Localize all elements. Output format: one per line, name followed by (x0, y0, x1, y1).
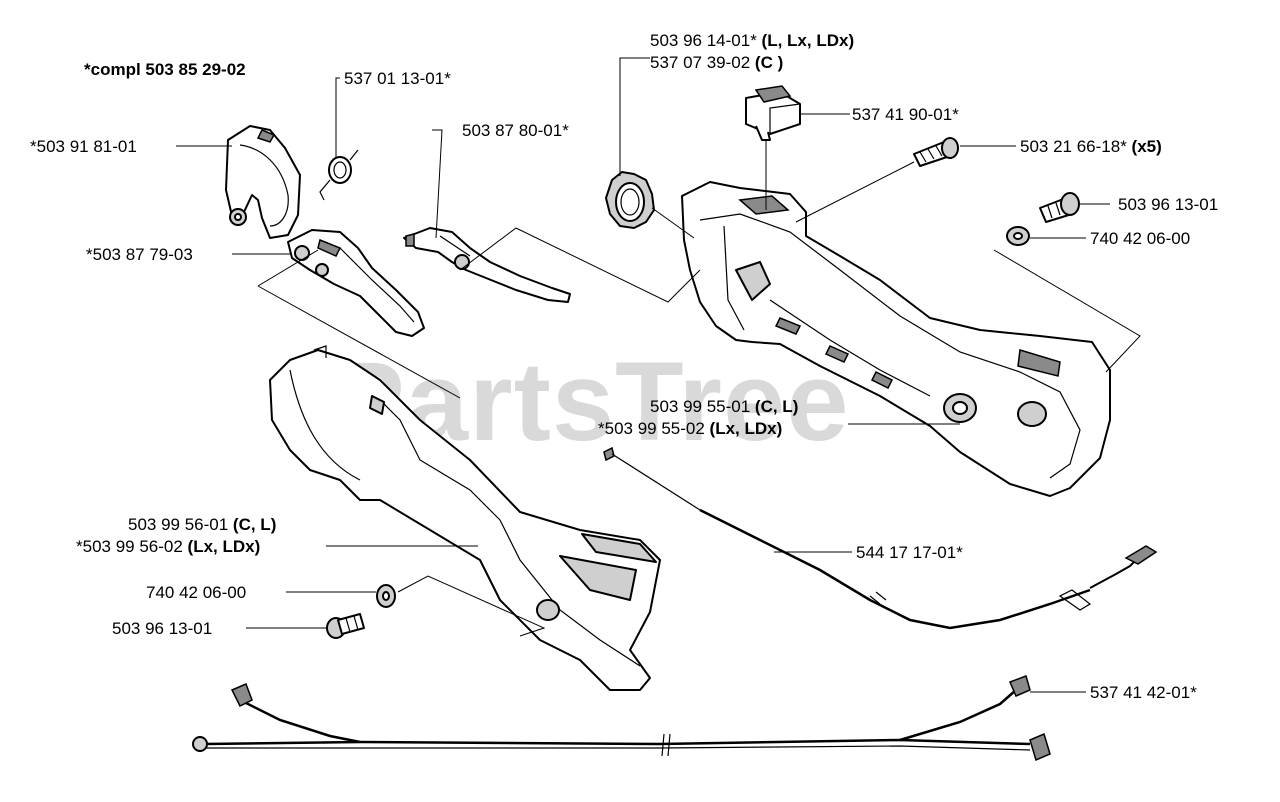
part-stop-switch (745, 85, 801, 141)
label-503-96-13-01-right: 503 96 13-01 (1118, 195, 1218, 214)
label-503-87-79-03: *503 87 79-03 (86, 245, 193, 264)
label-503-99-55-02: *503 99 55-02 (Lx, LDx) (598, 419, 782, 438)
leader-lines (176, 57, 1141, 693)
part-cable-harness (192, 675, 1051, 762)
label-503-21-66-18: 503 21 66-18* (x5) (1020, 137, 1162, 156)
label-503-96-13-01-left: 503 96 13-01 (112, 619, 212, 638)
label-740-42-06-00-right: 740 42 06-00 (1090, 229, 1190, 248)
label-503-96-14-01: 503 96 14-01* (L, Lx, LDx) (650, 31, 854, 50)
label-537-41-90-01: 537 41 90-01* (852, 105, 959, 124)
part-throttle-cable (603, 446, 1158, 630)
label-503-99-55-01: 503 99 55-01 (C, L) (650, 397, 798, 416)
label-537-01-13-01: 537 01 13-01* (344, 69, 451, 88)
part-screw-right (1039, 192, 1080, 223)
part-handle-housing (681, 181, 1111, 497)
label-503-99-56-01: 503 99 56-01 (C, L) (128, 515, 276, 534)
label-503-99-56-02: *503 99 56-02 (Lx, LDx) (76, 537, 260, 556)
part-labels: *compl 503 85 29-02 537 01 13-01* *503 9… (30, 31, 1218, 702)
label-503-91-81-01: *503 91 81-01 (30, 137, 137, 156)
label-537-41-42-01: 537 41 42-01* (1090, 683, 1197, 702)
label-740-42-06-00-left: 740 42 06-00 (146, 583, 246, 602)
part-handle-cover (269, 345, 661, 691)
part-throttle-lockout (403, 227, 571, 303)
part-trigger-lever (287, 229, 425, 337)
part-rubber-ring (605, 171, 655, 229)
part-throttle-housing-half (225, 125, 301, 239)
label-537-07-39-02: 537 07 39-02 (C ) (650, 53, 783, 72)
part-screw-left (326, 613, 365, 639)
label-503-87-80-01: 503 87 80-01* (462, 121, 569, 140)
part-washer-left (376, 584, 396, 608)
part-torsion-spring (319, 149, 359, 201)
label-compl-assembly: *compl 503 85 29-02 (84, 60, 246, 79)
label-544-17-17-01: 544 17 17-01* (856, 543, 963, 562)
part-washer-right (1006, 226, 1030, 246)
part-screw-long (913, 137, 959, 167)
